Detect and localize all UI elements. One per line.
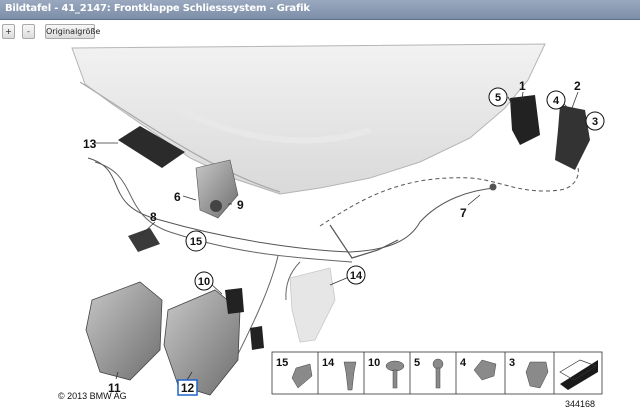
part-9-bracket bbox=[195, 159, 239, 219]
legend-part-icons bbox=[291, 358, 549, 391]
callout-4[interactable]: 4 bbox=[553, 95, 560, 107]
part-12-lock bbox=[163, 289, 241, 396]
callout-3[interactable]: 3 bbox=[592, 116, 598, 128]
copyright: © 2013 BMW AG bbox=[58, 391, 127, 401]
legend-arrow-icon bbox=[560, 360, 598, 390]
part-2-bracket bbox=[555, 105, 590, 170]
callout-9[interactable]: 9 bbox=[237, 198, 244, 212]
callout-5[interactable]: 5 bbox=[495, 92, 501, 104]
part-1-buffer bbox=[510, 95, 540, 145]
cable-end-nipple bbox=[489, 183, 497, 191]
toolbar: + - Originalgröße bbox=[0, 20, 640, 42]
legend-item-15[interactable]: 15 bbox=[276, 357, 288, 369]
window-title: Bildtafel - 41_2147: Frontklappe Schlies… bbox=[5, 3, 310, 14]
parts-diagram-svg: 13 6 9 8 1 2 7 11 5 4 3 15 14 10 12 © 20… bbox=[58, 43, 605, 409]
callout-12-highlight bbox=[177, 379, 198, 396]
zoom-in-button[interactable]: + bbox=[2, 24, 15, 39]
leader-lines bbox=[95, 91, 579, 381]
hood-highlight bbox=[178, 107, 371, 144]
part-14-bracket bbox=[289, 267, 336, 343]
callout-12[interactable]: 12 bbox=[181, 381, 195, 395]
legend-item-3[interactable]: 3 bbox=[509, 357, 515, 369]
part-10-plug bbox=[225, 288, 244, 314]
part-8-handle bbox=[128, 228, 160, 252]
connector-plug bbox=[250, 326, 264, 350]
circled-callout-shapes bbox=[185, 87, 605, 291]
callout-6[interactable]: 6 bbox=[174, 190, 181, 204]
window-titlebar: Bildtafel - 41_2147: Frontklappe Schlies… bbox=[0, 0, 640, 20]
part-13-pad bbox=[118, 126, 185, 168]
legend-item-5[interactable]: 5 bbox=[414, 357, 420, 369]
cable-7-dashed bbox=[319, 167, 579, 227]
bowden-cable-6 bbox=[87, 157, 496, 253]
original-size-button[interactable]: Originalgröße bbox=[45, 24, 100, 39]
callout-7[interactable]: 7 bbox=[460, 206, 467, 220]
callout-8[interactable]: 8 bbox=[150, 210, 157, 224]
hood-edge bbox=[79, 81, 281, 193]
bowden-cable-15 bbox=[94, 161, 353, 263]
callout-11[interactable]: 11 bbox=[108, 381, 121, 395]
callout-15[interactable]: 15 bbox=[190, 236, 202, 248]
legend-outline-icon bbox=[559, 359, 597, 381]
zoom-out-button[interactable]: - bbox=[22, 24, 35, 39]
callout-10[interactable]: 10 bbox=[198, 276, 210, 288]
parts-diagram: 13 6 9 8 1 2 7 11 5 4 3 15 14 10 12 © 20… bbox=[0, 42, 640, 413]
part-9-knob bbox=[210, 200, 222, 212]
legend-item-4[interactable]: 4 bbox=[460, 357, 467, 369]
legend-item-10[interactable]: 10 bbox=[368, 357, 380, 369]
cable-to-bracket-14 bbox=[285, 261, 301, 301]
callout-2[interactable]: 2 bbox=[574, 79, 581, 93]
callout-13[interactable]: 13 bbox=[83, 137, 97, 151]
cable-to-lock-12 bbox=[234, 255, 279, 361]
part-11-lock bbox=[85, 281, 163, 381]
legend-dividers bbox=[317, 352, 555, 394]
drawing-number: 344168 bbox=[565, 399, 595, 409]
callout-1[interactable]: 1 bbox=[519, 79, 526, 93]
callout-14[interactable]: 14 bbox=[350, 270, 363, 282]
cable-7-sleeve bbox=[329, 224, 399, 259]
hood-panel bbox=[71, 43, 546, 195]
legend-item-14[interactable]: 14 bbox=[322, 357, 335, 369]
